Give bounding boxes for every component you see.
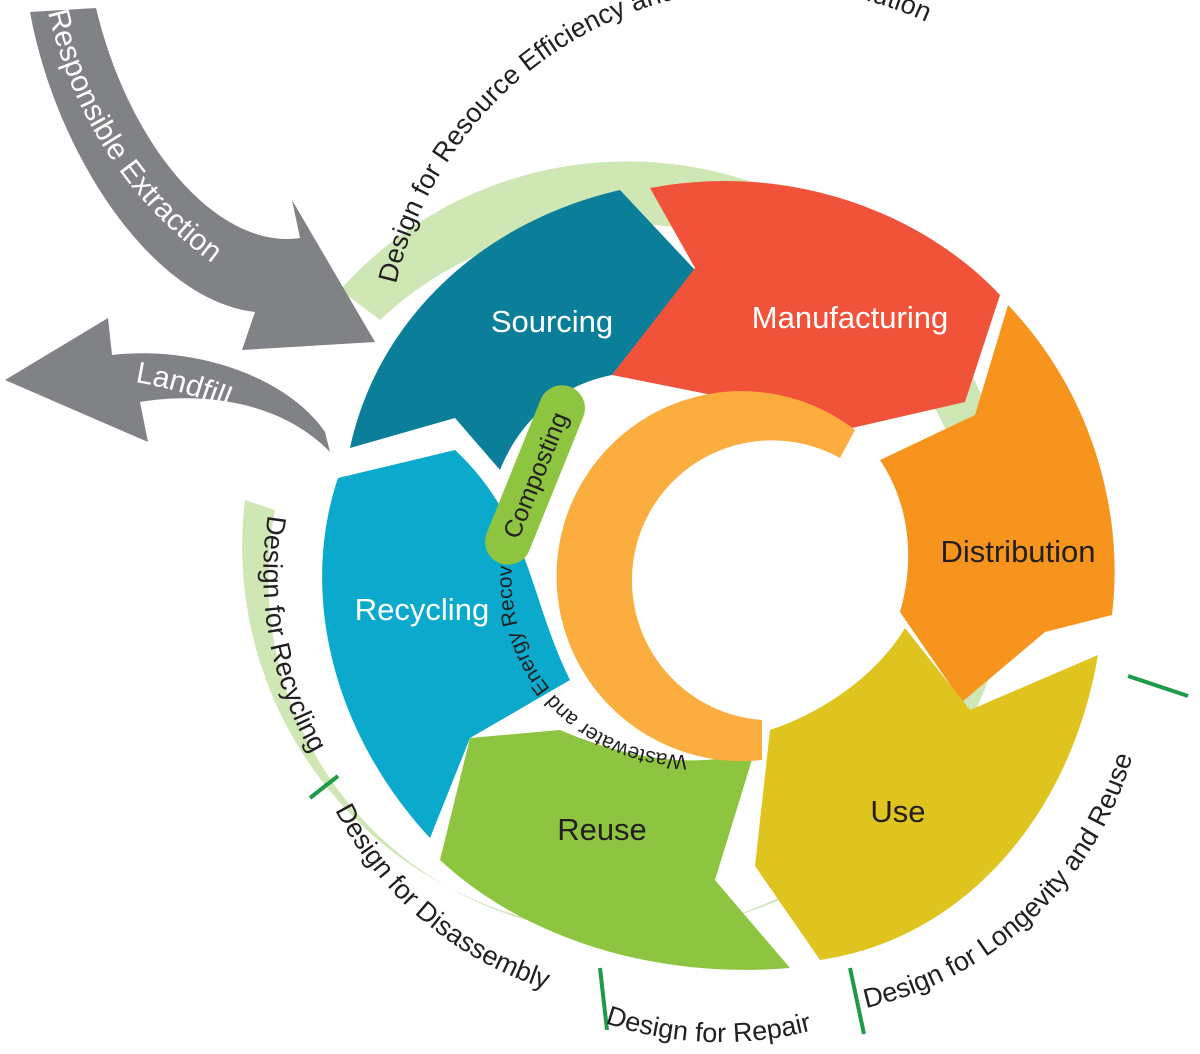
design-ring-divider <box>848 967 866 1035</box>
segment-label-use: Use <box>870 794 925 829</box>
lifecycle-segments: Sourcing ManufacturingDistributionUseReus… <box>322 180 1115 970</box>
segment-reuse <box>440 730 790 970</box>
segment-distribution <box>880 305 1115 702</box>
landfill-arrow <box>5 318 330 452</box>
segment-manufacturing <box>612 180 1000 428</box>
design-ring-dividers <box>308 674 1189 1035</box>
segment-label-distribution: Distribution <box>940 534 1095 569</box>
responsible-extraction-arrow <box>30 8 375 350</box>
segment-sourcing <box>350 190 695 470</box>
design-ring-label-repair: Design for Repair <box>603 1000 814 1048</box>
design-ring-divider <box>308 774 340 800</box>
segment-label-reuse: Reuse <box>557 812 647 847</box>
design-ring-label-recycling: Design for Recycling <box>257 514 333 757</box>
segment-label-manufacturing: Manufacturing <box>752 300 948 335</box>
segment-label-sourcing: Sourcing <box>491 304 613 339</box>
design-ring-divider <box>598 967 609 1031</box>
segment-label-recycling: Recycling <box>355 592 489 627</box>
design-ring-divider <box>1127 674 1189 698</box>
segment-use <box>755 628 1098 960</box>
inner-recovery-ring <box>556 391 855 762</box>
